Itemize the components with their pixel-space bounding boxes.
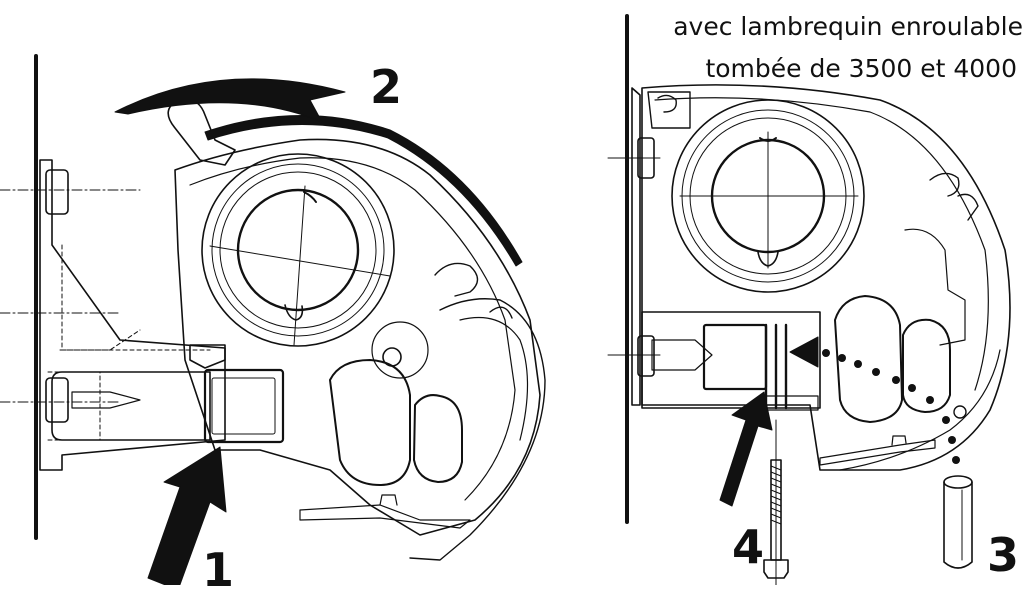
left-front-profile-2 xyxy=(459,316,529,441)
left-bottom-lip xyxy=(299,504,471,529)
left-hidden-lines xyxy=(47,244,211,441)
right-roll-pad-2 xyxy=(902,318,951,413)
right-roller-outer xyxy=(671,99,865,293)
left-cassette-inner xyxy=(189,157,516,501)
right-hook-1 xyxy=(929,172,960,197)
left-roll-pad-2 xyxy=(413,394,463,483)
caption-line-1: avec lambrequin enroulable xyxy=(673,12,1023,41)
right-push-arrow xyxy=(719,391,773,507)
step-label-2: 2 xyxy=(370,60,403,114)
left-push-arrow xyxy=(147,446,227,585)
left-motor-inner xyxy=(211,377,276,435)
left-assembly xyxy=(0,54,546,585)
right-screw-head xyxy=(763,559,789,579)
step-label-1: 1 xyxy=(202,543,235,597)
right-top-clip xyxy=(647,91,691,129)
right-tube-groove-bot xyxy=(757,251,779,267)
left-tube-groove-bot xyxy=(284,304,304,321)
left-roller-ring xyxy=(211,163,385,337)
right-side-profile xyxy=(904,228,966,346)
awning-cassette-diagram xyxy=(0,14,1011,585)
left-roller-vline xyxy=(293,185,306,346)
right-assembly xyxy=(607,14,1011,585)
left-tube-groove-top xyxy=(303,191,317,203)
right-spacer-cylinder xyxy=(943,481,973,569)
caption-line-2: tombée de 3500 et 4000 xyxy=(705,54,1017,83)
left-arm-slot xyxy=(71,391,141,409)
left-wall-bracket xyxy=(39,159,226,471)
left-roller-outer xyxy=(201,153,395,347)
left-bolt-lower xyxy=(45,377,69,423)
left-bolt-upper xyxy=(45,169,69,215)
left-boss xyxy=(371,321,429,379)
right-screw-thread xyxy=(770,465,782,525)
right-insert-arrow xyxy=(789,336,819,368)
right-bottom-tab xyxy=(891,435,907,446)
left-front-profile xyxy=(409,298,546,561)
left-roll-pad-1 xyxy=(329,359,411,486)
left-hook-2 xyxy=(489,306,513,319)
left-arm-socket xyxy=(51,371,211,441)
right-spacer-top xyxy=(943,475,973,489)
left-housing-notch xyxy=(189,344,226,369)
left-bottom-tab xyxy=(379,494,398,506)
right-arm-socket xyxy=(641,311,821,409)
right-bolt-upper xyxy=(637,137,655,179)
left-roller-tube xyxy=(236,188,360,312)
right-front-hole xyxy=(953,405,967,419)
left-top-cover xyxy=(204,115,523,267)
right-mounting-plate xyxy=(631,87,641,406)
right-hook-2 xyxy=(957,193,979,221)
left-cassette-body xyxy=(174,138,541,536)
step-label-3: 3 xyxy=(987,528,1020,582)
left-roller-ring2 xyxy=(219,171,377,329)
right-tube-groove-top xyxy=(759,137,777,142)
right-motor-housing xyxy=(702,323,768,391)
left-motor-housing xyxy=(203,368,285,444)
right-front-profile xyxy=(839,349,1001,471)
right-bolt-lower xyxy=(637,335,655,377)
right-bottom-lip xyxy=(819,439,936,466)
right-roll-pad-1 xyxy=(834,295,903,423)
step-label-4: 4 xyxy=(732,520,765,574)
left-hook-1 xyxy=(434,262,479,297)
left-rotation-arrow xyxy=(114,78,346,123)
right-cassette-inner xyxy=(654,97,989,391)
right-cassette-body xyxy=(641,84,1011,471)
right-dotted-path xyxy=(822,349,960,464)
